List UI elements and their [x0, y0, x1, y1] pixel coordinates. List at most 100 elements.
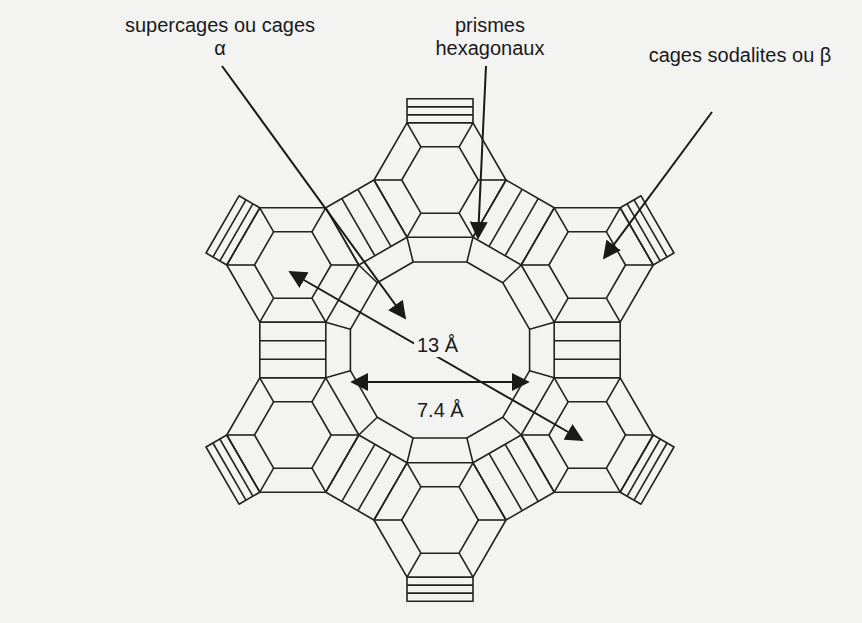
sodalite-cage-edge: [407, 123, 421, 147]
sodalite-cage-edge: [260, 298, 274, 322]
sodalite-cage-edge: [260, 208, 274, 232]
sodalite-cage: [521, 378, 653, 492]
sodalite-cage: [521, 208, 653, 322]
dimension-label: 7.4 Å: [414, 399, 467, 422]
supercage-edge: [407, 438, 413, 463]
hexagonal-prism: [620, 435, 674, 504]
supercage-edge: [467, 237, 473, 262]
leader-arrow: [478, 66, 486, 238]
hexagonal-prism: [473, 180, 554, 265]
sodalite-cage-edge: [312, 298, 326, 322]
hexagonal-prism: [206, 435, 260, 504]
hexagonal-prism: [407, 99, 473, 123]
hexagonal-prism-face: [634, 200, 667, 257]
hexagonal-prism-face: [358, 454, 391, 511]
sodalite-cage-edge: [554, 468, 568, 492]
hexagonal-prism-face: [627, 439, 660, 496]
sodalite-cage-edge: [554, 378, 568, 402]
supercage-edge: [530, 371, 555, 378]
sodalite-cage-edge: [626, 434, 654, 436]
sodalite-cage-edge: [407, 463, 421, 487]
supercage-edge: [359, 417, 377, 435]
sodalite-cage-edge: [606, 468, 620, 492]
hexagonal-prism: [326, 180, 407, 265]
hexagonal-prism-face: [489, 454, 522, 511]
sodalite-cage: [374, 123, 506, 237]
hexagonal-prism-face: [358, 189, 391, 246]
supercage-edge: [326, 371, 351, 378]
supercage-edge: [467, 438, 473, 463]
sodalite-cage-edge: [606, 378, 620, 402]
hexagonal-prism: [407, 577, 473, 601]
hexagonal-prism-face: [554, 358, 620, 360]
hexagonal-prism-face: [407, 592, 473, 594]
hexagonal-prism-face: [634, 443, 667, 500]
sodalite-cage: [227, 378, 359, 492]
hexagonal-prism-face: [505, 444, 538, 501]
sodalite-cage-edge: [606, 208, 620, 232]
sodalite-cage-edge: [312, 468, 326, 492]
sodalite-cage-edge: [554, 208, 568, 232]
sodalite-cage-edge: [331, 434, 359, 436]
sodalite-cage-edge: [260, 378, 274, 402]
hexagonal-prism-face: [213, 200, 246, 257]
hexagonal-prism-face: [342, 199, 375, 256]
hexagonal-prism-face: [554, 340, 620, 342]
sodalite-cage-edge: [459, 553, 473, 577]
dimension-label: 13 Å: [414, 334, 461, 357]
supercage-edge: [407, 237, 413, 262]
sodalite-cage-edge: [374, 519, 402, 521]
sodalite-cage-face: [549, 232, 626, 298]
hexagonal-prism-face: [627, 204, 660, 261]
supercage-ring: [350, 262, 529, 438]
sodalite-cage: [374, 463, 506, 577]
hexagonal-prism-face: [407, 106, 473, 108]
sodalite-cage-edge: [227, 264, 255, 266]
hexagonal-prism-face: [407, 114, 473, 116]
sodalite-cage-face: [255, 402, 332, 468]
hexagonal-prism-face: [220, 439, 253, 496]
sodalite-cage-edge: [478, 179, 506, 181]
part-label: prismes hexagonaux: [420, 14, 560, 60]
hexagonal-prism-face: [342, 444, 375, 501]
sodalite-cage-edge: [260, 468, 274, 492]
leader-arrow: [604, 112, 712, 258]
hexagonal-prism-face: [489, 189, 522, 246]
sodalite-cage-edge: [312, 208, 326, 232]
hexagonal-prism: [326, 435, 407, 520]
sodalite-cage-face: [402, 147, 479, 213]
supercage-edge: [503, 265, 521, 283]
sodalite-cage: [227, 208, 359, 322]
hexagonal-prism: [620, 196, 674, 265]
sodalite-cage-edge: [331, 264, 359, 266]
part-label: cages sodalites ou β: [640, 44, 840, 67]
sodalite-cage-edge: [606, 298, 620, 322]
sodalite-cage-edge: [626, 264, 654, 266]
sodalite-cage-edge: [312, 378, 326, 402]
sodalite-cage-edge: [554, 298, 568, 322]
sodalite-cage-edge: [459, 463, 473, 487]
sodalite-cage-face: [402, 487, 479, 553]
dimension-arrow: [352, 381, 528, 383]
sodalite-cage-edge: [374, 179, 402, 181]
hexagonal-prism-face: [260, 340, 326, 342]
hexagonal-prism-face: [407, 584, 473, 586]
dimension-arrow: [290, 272, 582, 440]
hexagonal-prism: [554, 322, 620, 378]
sodalite-cage-edge: [521, 264, 549, 266]
hexagonal-prism: [260, 322, 326, 378]
supercage-edge: [530, 322, 555, 329]
hexagonal-prism-face: [213, 443, 246, 500]
hexagonal-prism: [206, 196, 260, 265]
hexagonal-prism-face: [505, 199, 538, 256]
hexagonal-prism-face: [220, 204, 253, 261]
sodalite-cage-edge: [407, 213, 421, 237]
sodalite-cage-edge: [407, 553, 421, 577]
part-label: supercages ou cages α: [120, 14, 320, 60]
sodalite-cage-edge: [521, 434, 549, 436]
sodalite-cage-edge: [459, 123, 473, 147]
sodalite-cage-edge: [459, 213, 473, 237]
sodalite-cage-face: [549, 402, 626, 468]
